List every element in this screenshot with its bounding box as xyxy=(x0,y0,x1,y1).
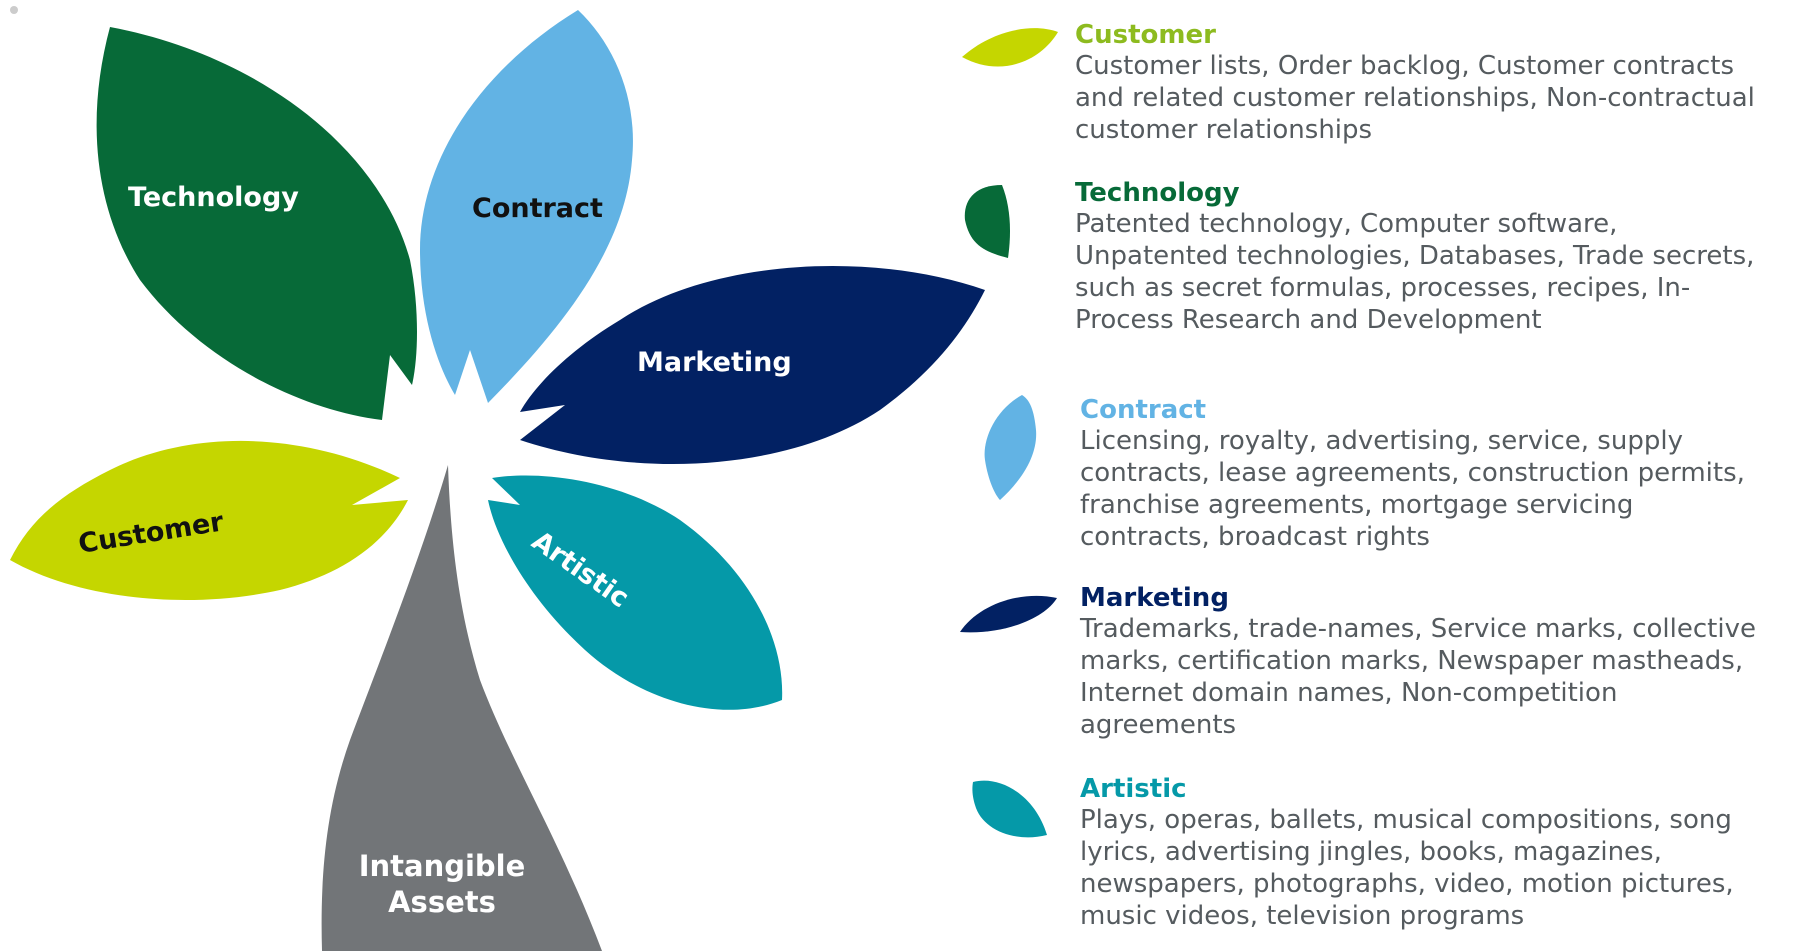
center-label-line2: Assets xyxy=(388,885,496,919)
legend-desc-line: marks, certification marks, Newspaper ma… xyxy=(1080,646,1744,676)
decorative-dot xyxy=(10,6,18,14)
legend-desc-marketing: Trademarks, trade-names, Service marks, … xyxy=(1080,613,1796,741)
stem-intangible-assets xyxy=(321,465,602,951)
legend-desc-line: Process Research and Development xyxy=(1075,305,1542,335)
petal-artistic xyxy=(488,475,783,710)
legend-item-artistic: Artistic Plays, operas, ballets, musical… xyxy=(1080,774,1796,932)
petal-customer xyxy=(10,440,408,600)
legend-leaf-artistic-icon xyxy=(972,780,1047,838)
legend-desc-line: agreements xyxy=(1080,710,1237,740)
legend-desc-line: Plays, operas, ballets, musical composit… xyxy=(1080,805,1732,835)
legend-desc-line: customer relationships xyxy=(1075,115,1373,145)
petal-marketing xyxy=(520,266,985,464)
legend-desc-line: Unpatented technologies, Databases, Trad… xyxy=(1075,241,1755,271)
petal-technology xyxy=(96,27,417,420)
legend-desc-line: contracts, broadcast rights xyxy=(1080,522,1430,552)
legend-desc-line: franchise agreements, mortgage servicing xyxy=(1080,490,1634,520)
legend-desc-line: newspapers, photographs, video, motion p… xyxy=(1080,869,1734,899)
legend-item-customer: Customer Customer lists, Order backlog, … xyxy=(1075,20,1795,146)
petal-contract xyxy=(420,10,633,403)
petal-label-contract: Contract xyxy=(472,193,603,224)
legend-leaf-technology-icon xyxy=(964,185,1010,258)
legend-desc-artistic: Plays, operas, ballets, musical composit… xyxy=(1080,804,1796,932)
legend-title-contract: Contract xyxy=(1080,395,1207,425)
legend-desc-line: contracts, lease agreements, constructio… xyxy=(1080,458,1745,488)
legend-leaf-marketing-icon xyxy=(960,595,1057,633)
legend-title-technology: Technology xyxy=(1075,178,1240,208)
legend-desc-line: such as secret formulas, processes, reci… xyxy=(1075,273,1691,303)
legend-desc-contract: Licensing, royalty, advertising, service… xyxy=(1080,425,1796,553)
center-label-line1: Intangible xyxy=(359,849,526,883)
petal-label-marketing: Marketing xyxy=(637,347,792,378)
legend-desc-line: Internet domain names, Non-competition xyxy=(1080,678,1618,708)
legend-item-marketing: Marketing Trademarks, trade-names, Servi… xyxy=(1080,583,1796,741)
legend-desc-line: music videos, television programs xyxy=(1080,901,1525,931)
legend-desc-technology: Patented technology, Computer software, … xyxy=(1075,208,1795,336)
legend-desc-line: Licensing, royalty, advertising, service… xyxy=(1080,426,1683,456)
legend-desc-line: and related customer relationships, Non-… xyxy=(1075,83,1755,113)
petal-label-technology: Technology xyxy=(128,182,299,213)
legend-item-contract: Contract Licensing, royalty, advertising… xyxy=(1080,395,1796,553)
legend-title-artistic: Artistic xyxy=(1080,774,1187,804)
legend-desc-line: Customer lists, Order backlog, Customer … xyxy=(1075,51,1735,81)
legend-desc-line: Patented technology, Computer software, xyxy=(1075,209,1618,239)
legend-desc-line: Trademarks, trade-names, Service marks, … xyxy=(1080,614,1756,644)
legend-title-marketing: Marketing xyxy=(1080,583,1229,613)
legend-item-technology: Technology Patented technology, Computer… xyxy=(1075,178,1795,336)
legend-desc-line: lyrics, advertising jingles, books, maga… xyxy=(1080,837,1662,867)
legend-title-customer: Customer xyxy=(1075,20,1216,50)
legend-leaf-customer-icon xyxy=(962,28,1058,67)
legend-desc-customer: Customer lists, Order backlog, Customer … xyxy=(1075,50,1795,146)
legend-leaf-contract-icon xyxy=(984,395,1037,500)
